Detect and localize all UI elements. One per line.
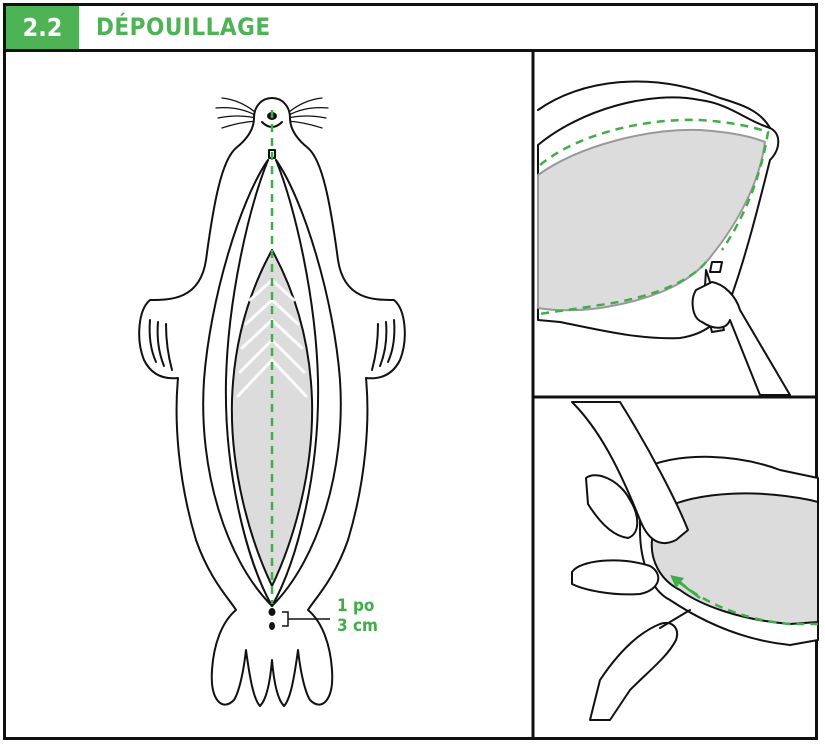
measurement-label: 1 po 3 cm bbox=[337, 596, 378, 636]
hands-pulling-flipper-icon bbox=[572, 402, 818, 720]
knife-separating-skin-icon bbox=[538, 81, 790, 395]
measurement-metric: 3 cm bbox=[337, 616, 378, 636]
measurement-imperial: 1 po bbox=[337, 596, 378, 616]
